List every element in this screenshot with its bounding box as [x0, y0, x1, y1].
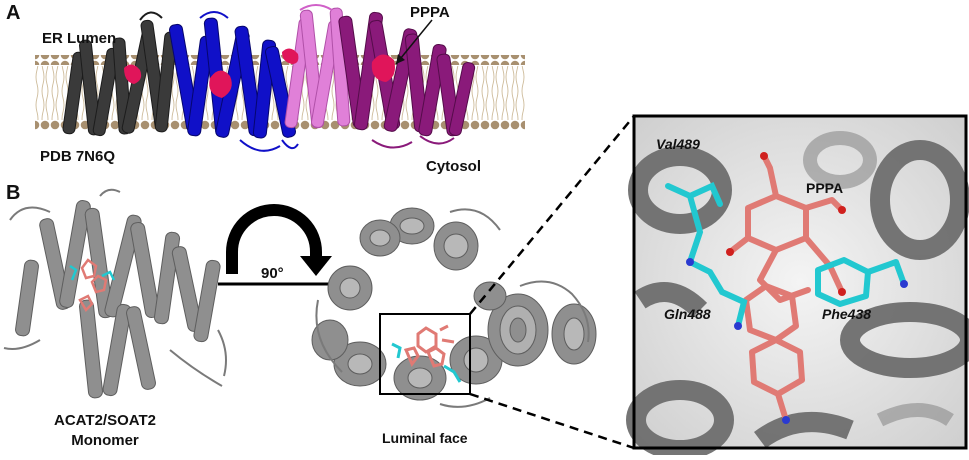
pppa-pointer-arrowhead: [396, 54, 405, 64]
er-lumen-label: ER Lumen: [42, 30, 117, 47]
zoom-panel-border: [632, 114, 968, 450]
ligand-site-1: [124, 64, 142, 84]
monomer-label-line2: Monomer: [71, 432, 139, 449]
residue-phe438: [815, 257, 907, 307]
monomer-structure: [3, 188, 227, 399]
zoom-inset-box: [379, 313, 471, 395]
rotation-angle-label: 90°: [261, 265, 284, 282]
luminal-ligand: [391, 324, 462, 383]
panel-b-letter: B: [6, 182, 21, 204]
chain-blue: [169, 11, 299, 152]
ligand-pppa-sticks: [727, 153, 845, 423]
residue-val489: [665, 182, 723, 265]
ligand-site-2: [209, 70, 232, 98]
monomer-label-line1: ACAT2/SOAT2: [54, 412, 156, 429]
ligand-site-4: [371, 54, 395, 82]
luminal-face-label: Luminal face: [382, 430, 468, 446]
panel-a-letter: A: [6, 2, 21, 24]
ligand-oxygen-atoms: [726, 152, 846, 296]
residue-gln488: [687, 259, 748, 329]
chain-light-pink: [284, 4, 351, 129]
luminal-face-structure: [311, 207, 597, 408]
monomer-ligand: [69, 258, 116, 313]
pppa-label-zoom: PPPA: [806, 180, 844, 196]
pppa-label-a: PPPA: [410, 4, 450, 21]
chain-dark-grey: [62, 11, 178, 137]
phe438-label: Phe438: [822, 306, 872, 322]
zoom-panel: [626, 114, 969, 460]
zoom-connector-top: [469, 115, 635, 315]
gln488-label: Gln488: [664, 306, 711, 322]
residue-nitrogen-atoms: [686, 258, 908, 424]
val489-label: Val489: [656, 136, 700, 152]
ligand-site-3: [282, 48, 299, 64]
cytosol-label: Cytosol: [426, 158, 482, 175]
zoom-connector-bottom: [469, 392, 635, 450]
pppa-pointer-line: [395, 19, 433, 65]
rotation-arrow: [218, 204, 346, 290]
pdb-label: PDB 7N6Q: [40, 148, 116, 165]
